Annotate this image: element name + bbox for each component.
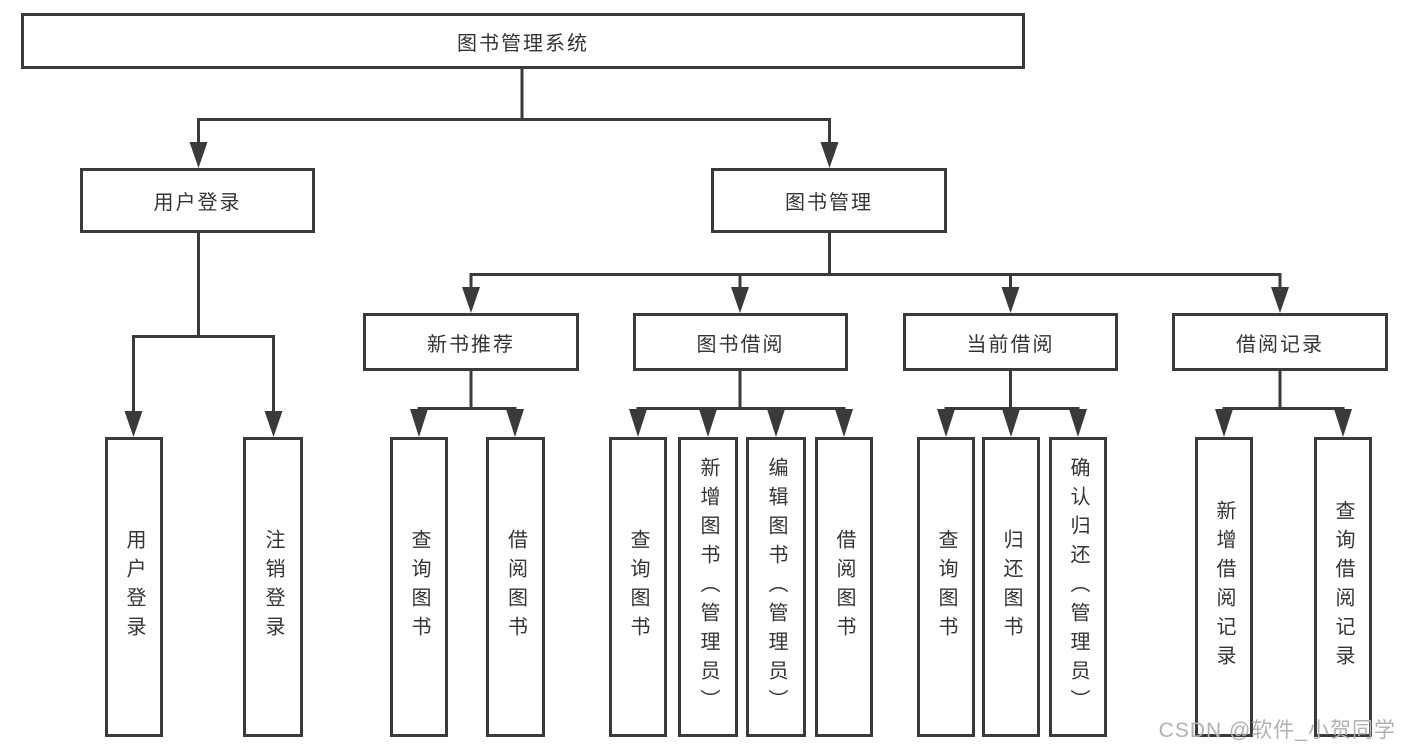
leaf-borrow-books: 借阅图书 (815, 437, 873, 737)
leaf-return-books-label: 归还图书 (1000, 529, 1022, 645)
leaf-query-borrow-record-label: 查询借阅记录 (1332, 500, 1354, 674)
arrowhead-icon (410, 409, 428, 437)
leaf-query-books-borrow-label: 查询图书 (627, 529, 649, 645)
arrowhead-icon (767, 409, 785, 437)
leaf-add-borrow-record: 新增借阅记录 (1195, 437, 1253, 737)
node-book-borrow-label: 图书借阅 (696, 333, 785, 356)
node-root: 图书管理系统 (21, 13, 1025, 69)
node-user-login-label: 用户登录 (153, 192, 242, 214)
leaf-borrow-books-recommend-label: 借阅图书 (504, 529, 527, 645)
node-book-borrow: 图书借阅 (633, 313, 848, 371)
leaf-logout: 注销登录 (243, 437, 303, 737)
arrowhead-icon (1002, 409, 1020, 437)
arrowhead-icon (820, 142, 839, 168)
node-book-management: 图书管理 (711, 168, 947, 233)
arrowhead-icon (731, 287, 749, 313)
arrowhead-icon (506, 409, 524, 437)
node-book-management-label: 图书管理 (785, 192, 873, 214)
leaf-return-books: 归还图书 (982, 437, 1040, 737)
node-user-login: 用户登录 (80, 168, 315, 233)
arrowhead-icon (699, 409, 717, 437)
leaf-query-books-borrow: 查询图书 (609, 437, 667, 737)
node-borrow-records: 借阅记录 (1172, 313, 1388, 371)
leaf-user-login-label: 用户登录 (123, 529, 145, 645)
leaf-query-books-recommend: 查询图书 (390, 437, 448, 737)
arrowhead-icon (1271, 287, 1289, 313)
arrowhead-icon (937, 409, 955, 437)
arrowhead-icon (1069, 409, 1087, 437)
leaf-add-book-admin: 新增图书（管理员） (678, 437, 738, 737)
leaf-confirm-return-admin-label: 确认归还（管理员） (1067, 456, 1089, 718)
arrowhead-icon (1001, 287, 1020, 313)
node-root-label: 图书管理系统 (457, 32, 589, 55)
leaf-add-book-admin-label: 新增图书（管理员） (697, 456, 719, 718)
arrowhead-icon (462, 287, 480, 313)
arrowhead-icon (629, 409, 647, 437)
leaf-query-books-recommend-label: 查询图书 (408, 529, 430, 645)
node-new-book-recommend-label: 新书推荐 (427, 333, 515, 356)
leaf-logout-label: 注销登录 (262, 529, 284, 645)
leaf-edit-book-admin: 编辑图书（管理员） (746, 437, 806, 737)
arrowhead-icon (1334, 409, 1352, 437)
arrowhead-icon (189, 142, 208, 168)
leaf-borrow-books-recommend: 借阅图书 (486, 437, 545, 737)
leaf-confirm-return-admin: 确认归还（管理员） (1049, 437, 1107, 737)
leaf-edit-book-admin-label: 编辑图书（管理员） (765, 456, 787, 718)
node-new-book-recommend: 新书推荐 (363, 313, 579, 371)
arrowhead-icon (124, 411, 143, 437)
arrowhead-icon (835, 409, 853, 437)
leaf-add-borrow-record-label: 新增借阅记录 (1213, 500, 1235, 674)
arrowhead-icon (264, 411, 283, 437)
node-borrow-records-label: 借阅记录 (1236, 333, 1324, 356)
node-current-borrow: 当前借阅 (903, 313, 1118, 371)
leaf-user-login: 用户登录 (105, 437, 163, 737)
leaf-query-books-current-label: 查询图书 (935, 529, 957, 645)
arrowhead-icon (1215, 409, 1233, 437)
leaf-query-books-current: 查询图书 (917, 437, 975, 737)
leaf-query-borrow-record: 查询借阅记录 (1314, 437, 1372, 737)
leaf-borrow-books-label: 借阅图书 (833, 529, 855, 645)
csdn-watermark: CSDN @软件_小贺同学 (1158, 719, 1396, 742)
node-current-borrow-label: 当前借阅 (966, 333, 1055, 356)
